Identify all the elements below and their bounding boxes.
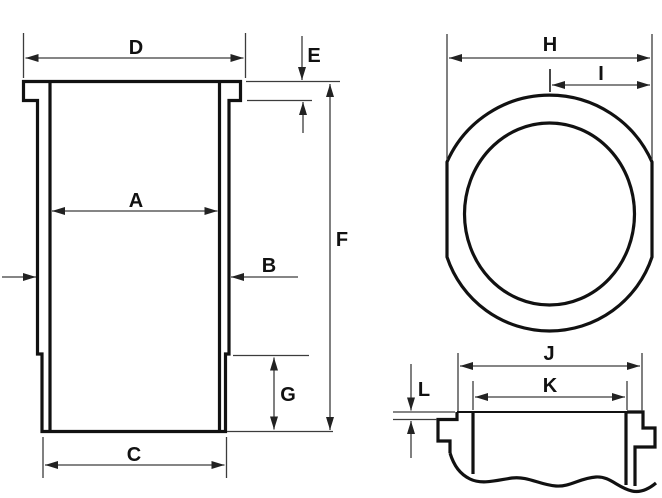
- bore-circle: [462, 121, 637, 307]
- dim-d: D: [22, 33, 247, 78]
- dim-f: F: [227, 84, 348, 433]
- flange-outer-ring: [445, 93, 654, 333]
- dim-k: K: [472, 375, 628, 410]
- liner-outer-profile: [21, 79, 243, 434]
- dim-b: B: [2, 255, 298, 281]
- dim-label-c: C: [127, 444, 141, 466]
- section-view: J K L: [393, 343, 658, 494]
- dim-e: E: [246, 36, 340, 133]
- dim-label-l: L: [418, 379, 430, 401]
- dim-h: H: [446, 34, 653, 160]
- dim-g: G: [233, 354, 309, 430]
- dim-label-a: A: [129, 190, 143, 212]
- section-left-outline: [436, 412, 459, 453]
- dim-label-d: D: [129, 37, 143, 59]
- dim-label-g: G: [280, 384, 296, 406]
- dim-j: J: [457, 343, 643, 411]
- dim-l: L: [393, 364, 455, 458]
- dim-i: I: [549, 63, 650, 92]
- section-right-outline: [627, 410, 657, 486]
- dim-label-j: J: [543, 343, 554, 365]
- dim-label-i: I: [598, 63, 604, 85]
- dim-a: A: [52, 190, 218, 215]
- dim-label-h: H: [543, 34, 557, 56]
- break-line: [448, 452, 658, 494]
- dim-label-e: E: [307, 45, 320, 67]
- front-view: D E A B F G: [2, 33, 348, 478]
- dim-c: C: [42, 437, 228, 478]
- top-view: H I: [445, 34, 654, 333]
- dim-label-k: K: [543, 375, 558, 397]
- dim-label-f: F: [336, 229, 348, 251]
- dim-label-b: B: [262, 255, 276, 277]
